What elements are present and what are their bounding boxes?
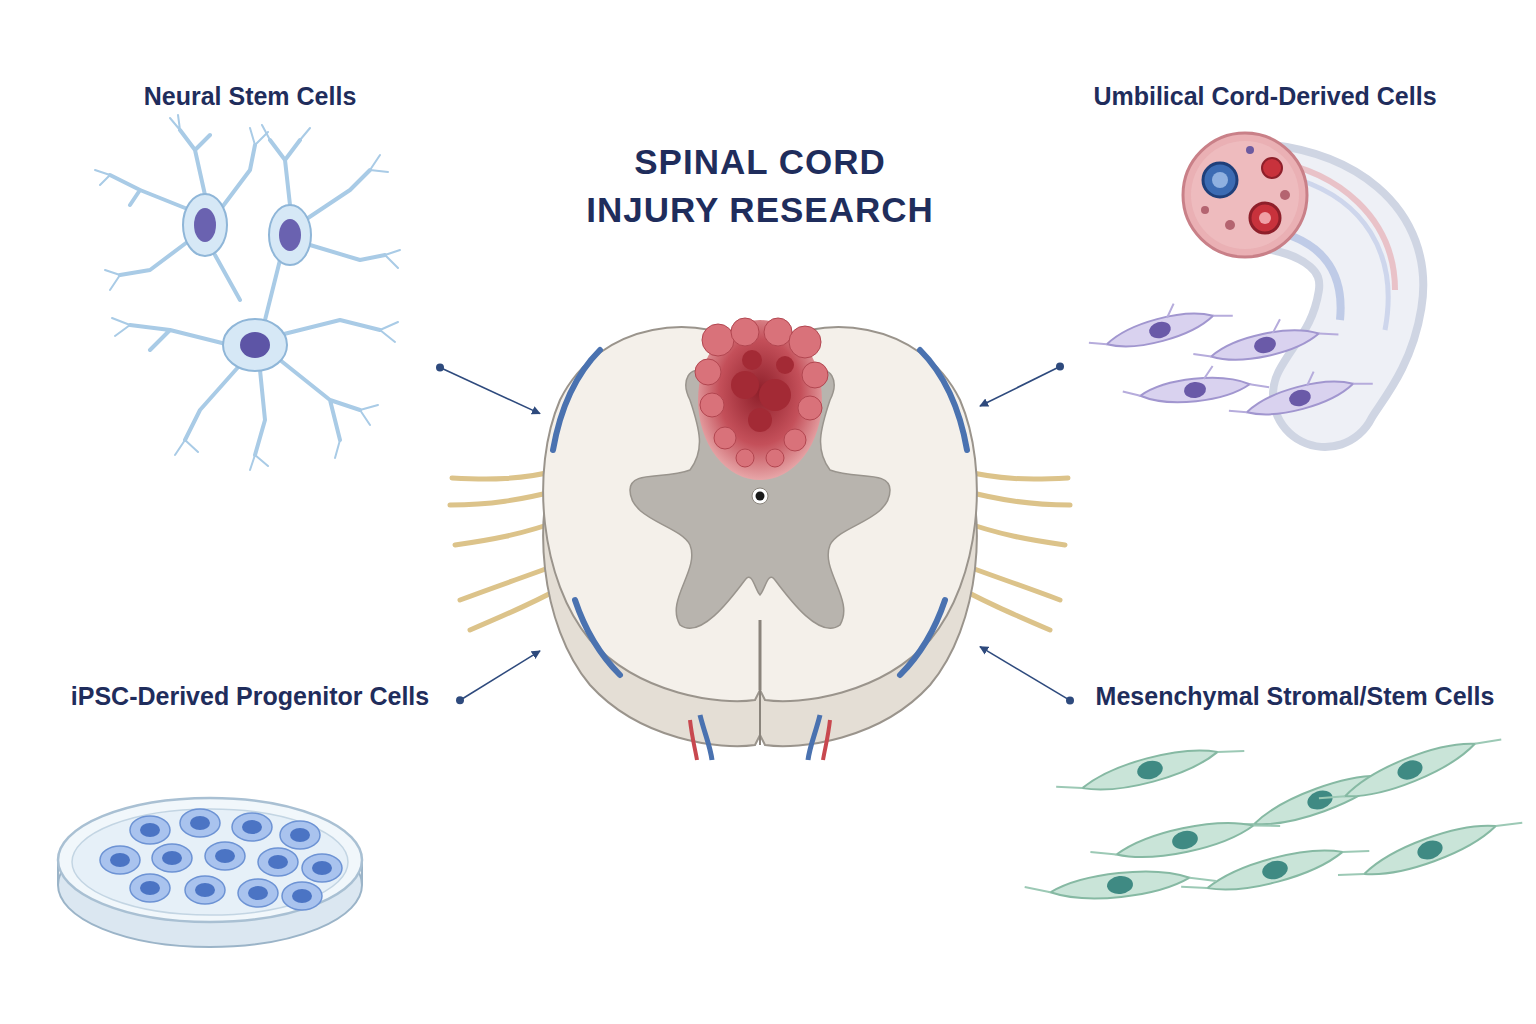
pointer-arrow (980, 647, 1074, 705)
cell-type-label: Mesenchymal Stromal/Stem Cells (1070, 681, 1520, 711)
arrow-origin-dot (436, 364, 444, 372)
pointer-arrow (436, 364, 540, 414)
petri-dish (58, 798, 362, 947)
neural-stem-cells (95, 115, 400, 470)
arrow-line (440, 368, 540, 414)
arrow-origin-dot (1056, 362, 1064, 370)
arrow-origin-dot (1066, 696, 1074, 704)
spinal-cord-section (450, 318, 1070, 760)
pointer-arrow (456, 651, 540, 704)
arrow-line (980, 366, 1060, 406)
arrow-line (980, 647, 1070, 701)
cell-source-group: Neural Stem Cells (60, 75, 440, 485)
spinal-cord-target: SPINAL CORD INJURY RESEARCH (540, 320, 980, 710)
umbilical-cord (1085, 133, 1395, 428)
diagram-title: SPINAL CORD INJURY RESEARCH (570, 138, 950, 234)
cell-type-label: Neural Stem Cells (60, 81, 440, 111)
cell-source-group: Mesenchymal Stromal/Stem Cells (1070, 675, 1520, 995)
cell-type-label: Umbilical Cord-Derived Cells (1060, 81, 1470, 111)
pointer-arrow (980, 362, 1064, 406)
cell-source-group: Umbilical Cord-Derived Cells (1060, 75, 1470, 455)
arrow-origin-dot (456, 696, 464, 704)
mesenchymal-cells (1024, 723, 1524, 907)
cell-source-group: iPSC-Derived Progenitor Cells (40, 675, 460, 985)
arrow-line (460, 651, 540, 700)
cell-type-label: iPSC-Derived Progenitor Cells (40, 681, 460, 711)
